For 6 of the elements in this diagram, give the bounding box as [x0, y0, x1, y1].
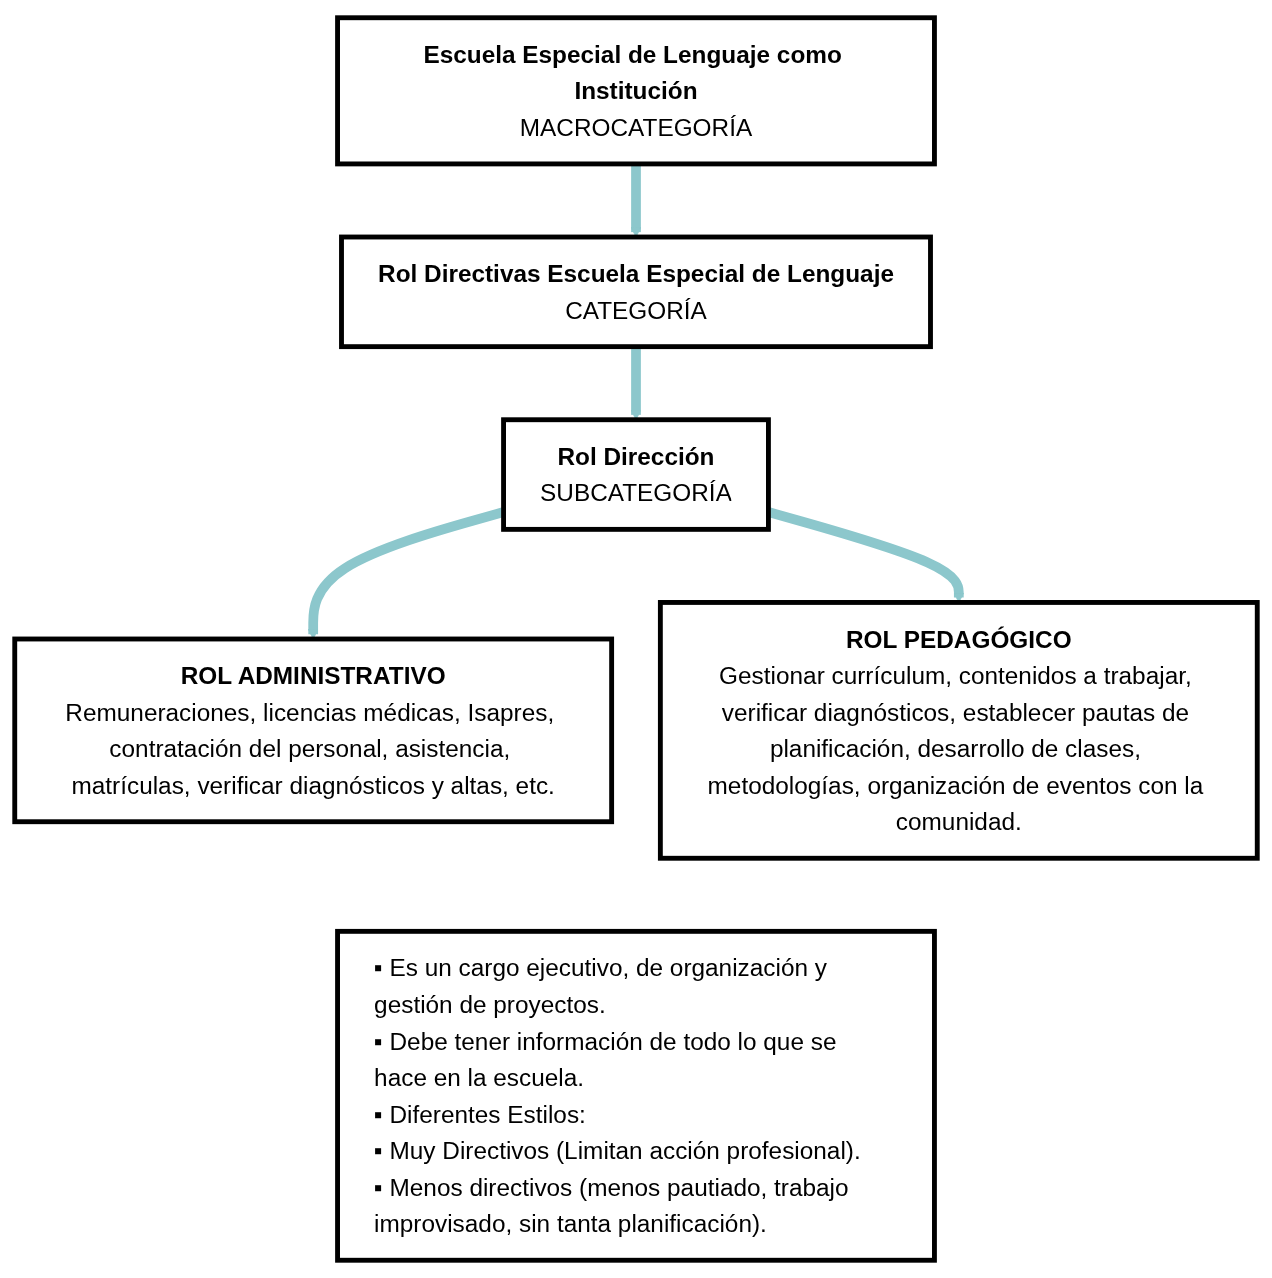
node-box: ROL ADMINISTRATIVO Remuneraciones, licencias médicas, Isapres, contratación del personal, asistencia, matrículas, verificar diagnósticos y altas, etc. — [12, 636, 615, 825]
node-box: Escuela Especial de Lenguaje como Institución MACROCATEGORÍA — [335, 15, 937, 167]
node-box: Rol Directivas Escuela Especial de Lenguaje CATEGORÍA — [339, 234, 933, 350]
node-box: ROL PEDAGÓGICO Gestionar currículum, contenidos a trabajar, verificar diagnósticos, establecer pautas de planificación, desarrollo de clases, metodologías, organización de eventos con la comunidad. — [657, 600, 1260, 861]
node-box: ▪ Es un cargo ejecutivo, de organización y gestión de proyectos. ▪ Debe tener información de todo lo que se hace en la escuela. ▪ Diferentes Estilos: ▪ Muy Directivos (Limitan acción profesional). ▪ Menos directivos (menos pautiado, trabajo improvisado, sin tanta planificación). — [335, 928, 937, 1263]
node-box: Rol Dirección SUBCATEGORÍA — [501, 417, 771, 532]
